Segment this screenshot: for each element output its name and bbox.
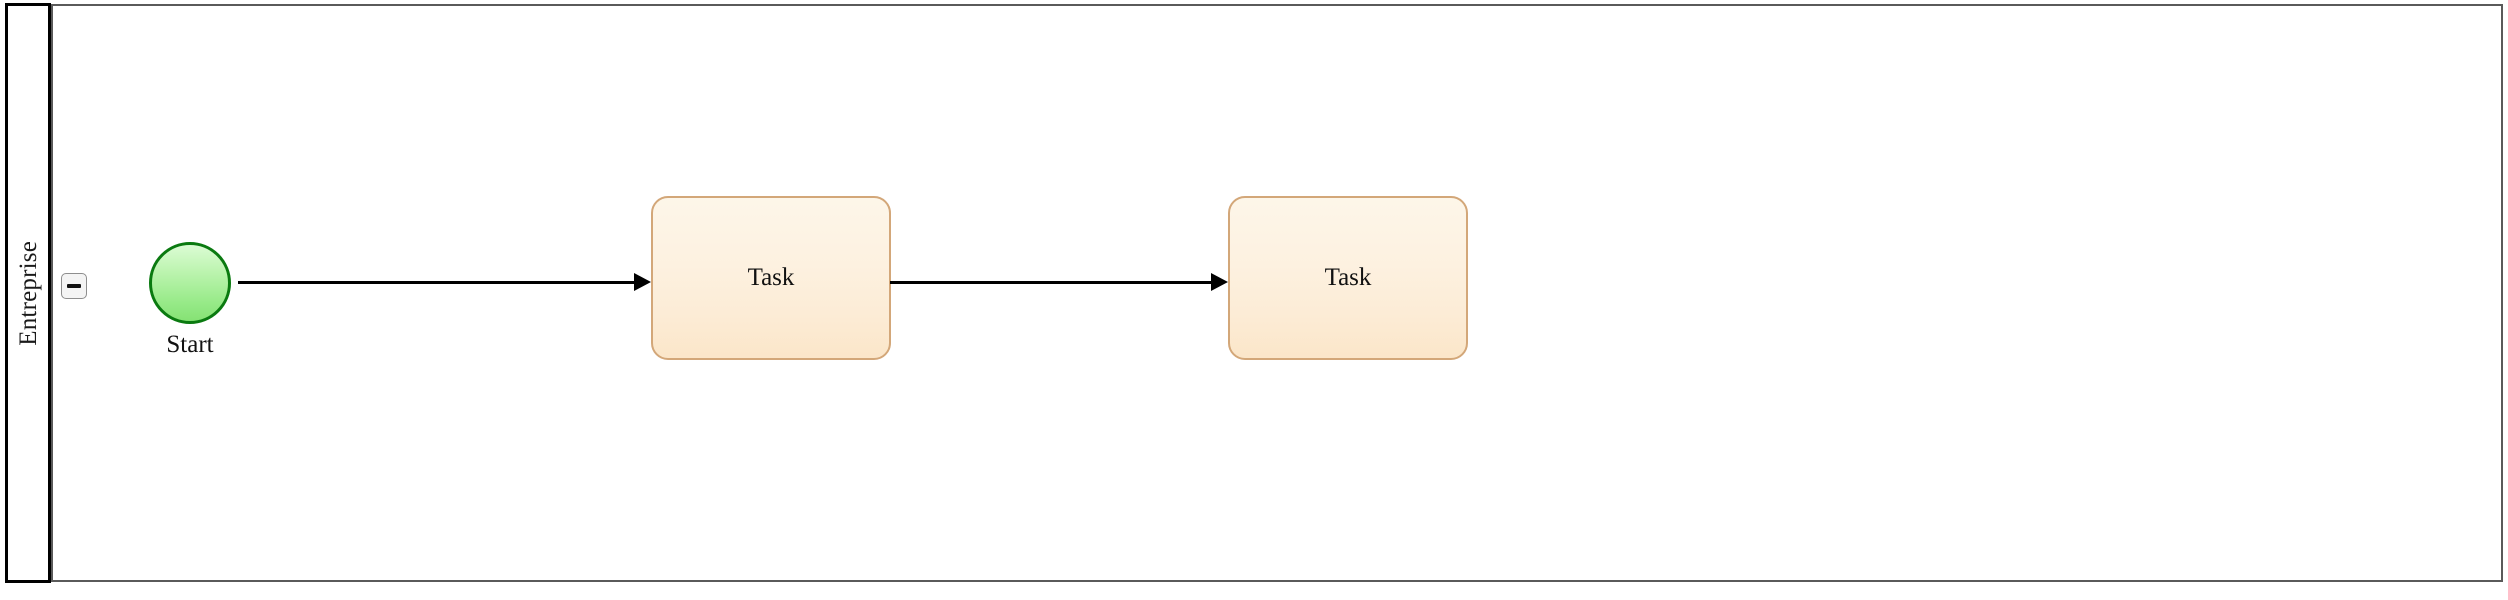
arrowhead-icon <box>634 273 651 291</box>
sequence-flow-start-to-task1[interactable] <box>238 271 653 295</box>
start-event-node[interactable] <box>148 241 232 325</box>
lane-header-label: Entreprise <box>14 240 42 346</box>
task-label: Task <box>1324 264 1372 291</box>
sequence-flow-task1-to-task2[interactable] <box>890 271 1230 295</box>
minus-icon <box>67 284 81 288</box>
collapse-lane-button[interactable] <box>61 273 87 299</box>
task-node-2[interactable]: Task <box>1228 196 1468 360</box>
task-node-1[interactable]: Task <box>651 196 891 360</box>
lane-header-entreprise[interactable]: Entreprise <box>5 3 51 583</box>
flow-line <box>238 281 638 284</box>
arrowhead-icon <box>1211 273 1228 291</box>
task-label: Task <box>747 264 795 291</box>
start-event-label: Start <box>166 331 214 358</box>
start-event-circle-icon <box>149 242 231 324</box>
flow-line <box>890 281 1215 284</box>
